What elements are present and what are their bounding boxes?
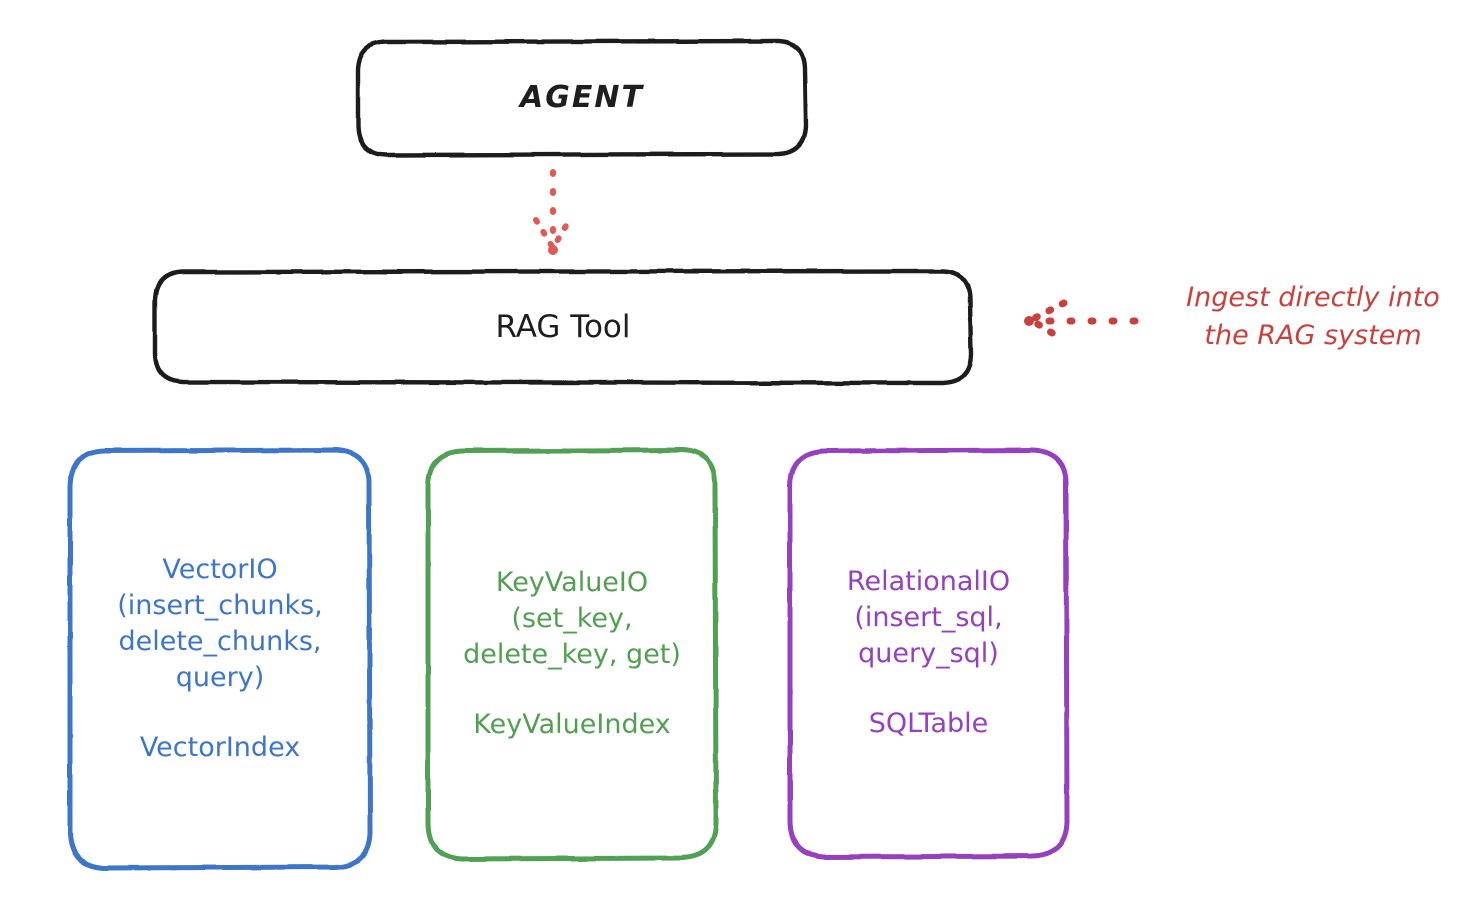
relational-io-box-outline	[787, 447, 1070, 860]
node-rag-tool[interactable]: RAG Tool	[155, 271, 971, 383]
node-relational-io-api-label: RelationalIO (insert_sql, query_sql)	[846, 566, 1011, 669]
agent-to-rag-tool-arrow	[533, 169, 573, 255]
node-key-value-io[interactable]: KeyValueIO (set_key, delete_key, get) Ke…	[428, 450, 716, 858]
key-value-io-box-outline	[425, 447, 719, 862]
node-vector-io-api-label: VectorIO (insert_chunks, delete_chunks, …	[117, 554, 323, 693]
node-vector-io[interactable]: VectorIO (insert_chunks, delete_chunks, …	[70, 450, 370, 868]
node-agent[interactable]: AGENT	[358, 41, 806, 155]
vector-io-box-outline	[67, 447, 373, 871]
node-relational-io[interactable]: RelationalIO (insert_sql, query_sql) SQL…	[790, 450, 1067, 856]
node-key-value-io-api-label: KeyValueIO (set_key, delete_key, get)	[463, 567, 681, 670]
ingest-arrow	[1024, 299, 1139, 343]
rag-tool-box-outline	[152, 268, 974, 386]
node-relational-io-index-label: SQLTable	[868, 707, 989, 739]
node-vector-io-index-label: VectorIndex	[139, 731, 301, 763]
node-key-value-io-index-label: KeyValueIndex	[473, 708, 671, 740]
node-rag-tool-label: RAG Tool	[495, 308, 631, 345]
ingest-annotation-text: Ingest directly into the RAG system	[1186, 282, 1440, 352]
agent-box-outline	[355, 38, 809, 158]
node-agent-label: AGENT	[520, 80, 644, 116]
